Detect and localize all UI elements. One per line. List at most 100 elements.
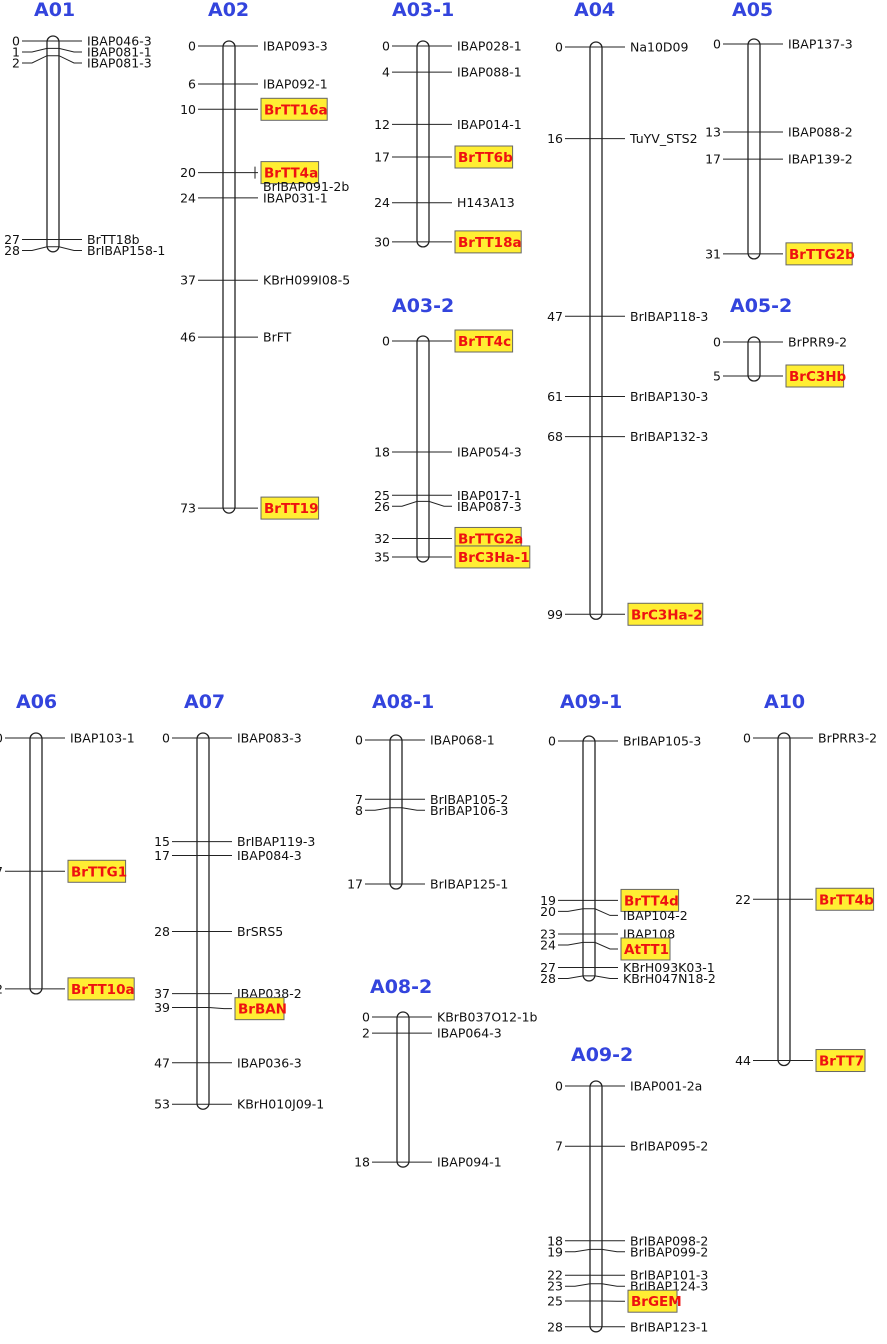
marker-label: BrIBAP101-3	[630, 1268, 708, 1283]
marker-position: 18	[374, 445, 390, 460]
marker-position: 0	[743, 731, 751, 746]
marker: 18 BrIBAP098-2	[547, 1233, 708, 1248]
marker-position: 7	[355, 792, 363, 807]
chromosome-bar	[416, 40, 430, 248]
marker-label: IBAP081-3	[87, 56, 152, 71]
marker-position: 0	[355, 733, 363, 748]
marker-position: 22	[547, 1268, 563, 1283]
marker-label: BrIBAP119-3	[237, 834, 315, 849]
marker-position: 0	[188, 39, 196, 54]
chromosome-bar	[589, 41, 603, 620]
marker-tick	[558, 975, 618, 980]
marker: 12 IBAP014-1	[374, 117, 522, 132]
marker-position: 53	[154, 1097, 170, 1112]
marker-label: IBAP088-2	[788, 125, 853, 140]
gene-label: AtTT1	[624, 942, 669, 958]
gene-label: BrGEM	[631, 1294, 682, 1310]
marker-position: 0	[713, 37, 721, 52]
gene-label: BrBAN	[238, 1002, 287, 1018]
marker-label: IBAP017-1	[457, 488, 522, 503]
highlight-box	[454, 545, 531, 569]
marker-label: IBAP081-1	[87, 45, 152, 60]
highlight-box	[454, 230, 522, 254]
marker-label: IBAP103-1	[70, 731, 135, 746]
marker-label: IBAP084-3	[237, 848, 302, 863]
marker: 32BrTT10a	[0, 977, 135, 1001]
marker-tick	[565, 1248, 625, 1253]
marker-label: H143A13	[457, 195, 515, 210]
marker-position: 25	[547, 1294, 563, 1309]
marker-position: 17	[705, 152, 721, 167]
gene-label: BrTTG1	[71, 864, 127, 880]
highlight-box	[67, 859, 127, 883]
marker-position: 25	[374, 488, 390, 503]
marker-position: 32	[374, 531, 390, 546]
marker-position: 61	[547, 389, 563, 404]
marker-position: 16	[547, 131, 563, 146]
marker-position: 0	[162, 731, 170, 746]
marker: 22 BrIBAP101-3	[547, 1268, 708, 1283]
highlight-box	[627, 1289, 678, 1313]
marker-position: 17	[0, 864, 3, 879]
highlight-box	[620, 888, 680, 912]
marker-position: 18	[547, 1233, 563, 1248]
marker-tick	[558, 941, 618, 950]
gene-label: BrC3Hb	[789, 369, 847, 385]
chromosome-bar	[29, 732, 43, 995]
marker-label: IBAP092-1	[263, 76, 328, 91]
marker-position: 31	[705, 246, 721, 261]
marker-label: BrIBAP091-2b	[263, 179, 349, 194]
marker-position: 2	[362, 1026, 370, 1041]
chromosome-bar	[589, 1080, 603, 1333]
marker-position: 24	[180, 190, 196, 205]
chromosome-title: A07	[184, 691, 225, 713]
marker: BrIBAP091-2b	[254, 166, 349, 194]
marker-label: IBAP094-1	[437, 1155, 502, 1170]
highlight-box	[815, 1049, 866, 1073]
marker-position: 26	[374, 499, 390, 514]
marker-label: IBAP014-1	[457, 117, 522, 132]
marker-tick	[172, 1006, 232, 1010]
marker-position: 0	[548, 734, 556, 749]
chromosome-bar	[747, 38, 761, 260]
marker-position: 12	[374, 117, 390, 132]
marker-label: BrIBAP098-2	[630, 1233, 708, 1248]
marker: 17 BrTTG1	[0, 859, 127, 883]
chromosome-title: A08-2	[370, 976, 432, 998]
marker-position: 6	[188, 76, 196, 91]
marker-position: 32	[0, 981, 3, 996]
chromosome-title: A04	[574, 0, 615, 21]
chromosome-title: A05-2	[730, 295, 792, 317]
marker-position: 73	[180, 501, 196, 516]
marker-tick	[365, 807, 425, 811]
marker-position: 20	[540, 904, 556, 919]
